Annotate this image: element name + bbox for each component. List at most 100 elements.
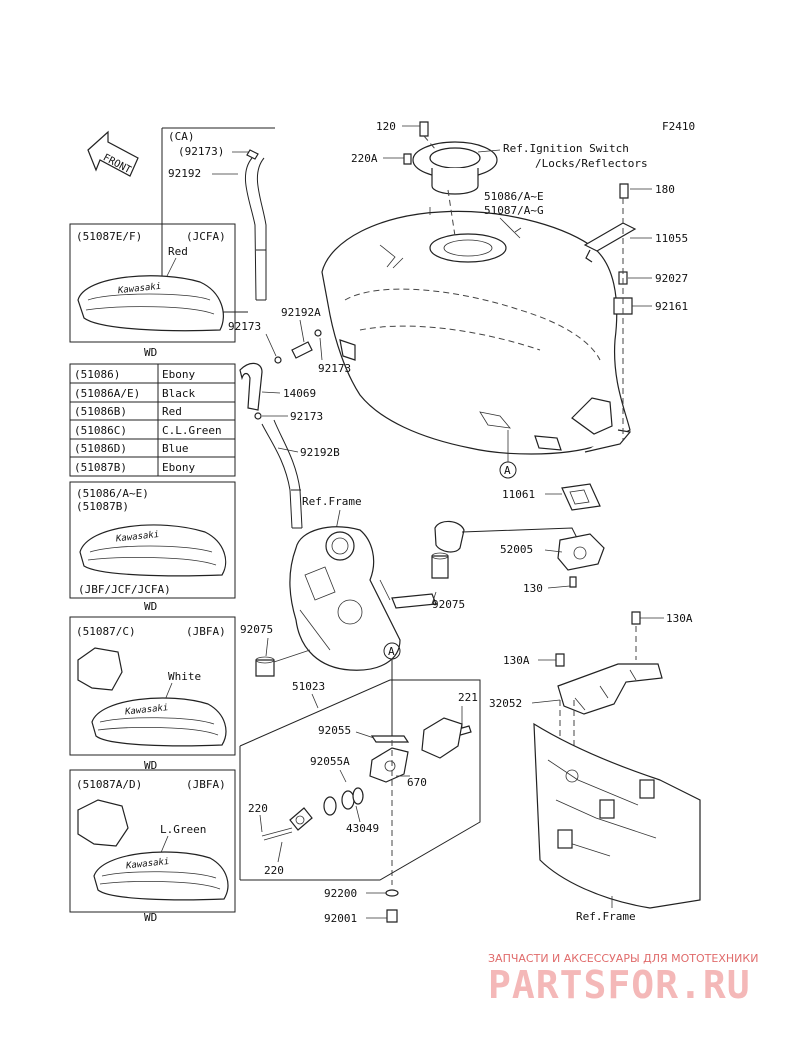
color-table-code-1: (51086) [74,368,120,381]
variant-box-3-code: (51087/C) [76,625,136,638]
bolt-180-part [619,183,629,199]
fuel-valve-part [369,747,409,783]
gasket-92055-part [370,735,410,743]
callout-130a-2: 130A [503,654,530,667]
callout-220-b: 220 [264,864,284,877]
screw-220a-part [403,153,412,165]
color-table-color-6: Ebony [162,461,195,474]
filler-cap-part [412,141,498,237]
callout-92173-a: 92173 [228,320,261,333]
color-table-code-6: (51087B) [74,461,127,474]
callout-tank-1: 51086/A~E [484,190,544,203]
callout-43049: 43049 [346,822,379,835]
variant-box-4-color: L.Green [160,823,206,836]
callout-92173-b: 92173 [318,362,351,375]
callout-92075-b: 92075 [240,623,273,636]
callout-130a-1: 130A [666,612,693,625]
callout-130: 130 [523,582,543,595]
variant-box-3-brand: Kawasaki [124,703,169,718]
clip-part [246,149,259,160]
callout-92055a: 92055A [310,755,350,768]
variant-box-2-code-1: (51086/A~E) [76,487,149,500]
watermark-tagline: ЗАПЧАСТИ И АКСЕССУАРЫ ДЛЯ МОТОТЕХНИКИ [488,952,758,965]
reference-a-marker [499,461,517,479]
callout-180: 180 [655,183,675,196]
variant-box-1-code: (51087E/F) [76,230,142,243]
bracket-32052-part [557,663,663,715]
variant-box-3-market: (JBFA) [186,625,226,638]
watermark-logo: PARTSFOR.RU [488,963,751,1007]
color-table-color-1: Ebony [162,368,195,381]
callout-220a: 220A [351,152,378,165]
variant-box-4-brand: Kawasaki [125,857,170,872]
ca-box-title: (CA) [168,130,195,143]
color-table-code-5: (51086D) [74,442,127,455]
variant-box-2-code-2: (51087B) [76,500,129,513]
frame-part [289,526,437,671]
variant-box-2-brand: Kawasaki [115,530,160,545]
callout-ref-frame-2: Ref.Frame [576,910,636,923]
callout-92027: 92027 [655,272,688,285]
color-table-code-4: (51086C) [74,424,127,437]
variant-box-4-code: (51087A/D) [76,778,142,791]
damper-92075-a-part [431,555,449,579]
figure-code: F2410 [662,120,695,133]
callout-51023: 51023 [292,680,325,693]
callout-92192b: 92192B [300,446,340,459]
color-table-code-3: (51086B) [74,405,127,418]
callout-11055: 11055 [655,232,688,245]
color-table-code-2: (51086A/E) [74,387,140,400]
callout-92001: 92001 [324,912,357,925]
washer-92200-part [385,889,399,897]
callout-ref-ignition-2: /Locks/Reflectors [535,157,648,170]
color-table: (51086) Ebony (51086A/E) Black (51086B) … [69,363,236,477]
rear-frame-part [533,722,701,909]
callout-11061: 11061 [502,488,535,501]
callout-ref-ignition-1: Ref.Ignition Switch [503,142,629,155]
variant-box-3-view: WD [144,759,157,772]
variant-box-lgreen: (51087A/D) (JBFA) L.Green Kawasaki WD [69,769,236,924]
valve-plate-part [421,717,463,759]
variant-box-4-market: (JBFA) [186,778,226,791]
gasket-11061-part [561,483,601,511]
variant-box-red: (51087E/F) (JCFA) Red Kawasaki WD [69,223,236,359]
variant-box-4-view: WD [144,911,157,924]
bolt-120-part [419,121,429,137]
variant-box-standard: (51086/A~E) (51087B) Kawasaki (JBF/JCF/J… [69,481,236,613]
variant-box-1-view: WD [144,346,157,359]
variant-box-1-brand: Kawasaki [117,282,162,297]
ca-callout-92192: 92192 [168,167,201,180]
callout-52005: 52005 [500,543,533,556]
variant-box-2-market: (JBF/JCF/JCFA) [78,583,171,596]
callout-ref-frame-1: Ref.Frame [302,495,362,508]
fuel-pump-part [434,520,605,571]
damper-92161-part [613,297,633,315]
callout-tank-2: 51087/A~G [484,204,544,217]
circle-a-2: A [388,645,395,658]
ca-callout-92173: (92173) [178,145,224,158]
variant-box-3-color: White [168,670,201,683]
callout-670: 670 [407,776,427,789]
callout-92200: 92200 [324,887,357,900]
callout-120: 120 [376,120,396,133]
callout-220-a: 220 [248,802,268,815]
variant-box-white: (51087/C) (JBFA) White Kawasaki WD [69,616,236,772]
callout-92075-a: 92075 [432,598,465,611]
callout-92055: 92055 [318,724,351,737]
color-table-color-5: Blue [162,442,189,455]
callout-92192a: 92192A [281,306,321,319]
fuel-tank [321,207,632,455]
callout-32052: 32052 [489,697,522,710]
fuel-valve-group [239,679,481,881]
variant-box-2-view: WD [144,600,157,613]
color-table-color-3: Red [162,405,182,418]
color-table-color-4: C.L.Green [162,424,222,437]
circle-a-1: A [504,464,511,477]
color-table-color-2: Black [162,387,195,400]
callout-14069: 14069 [283,387,316,400]
variant-box-1-market: (JCFA) [186,230,226,243]
callout-92173-c: 92173 [290,410,323,423]
valve-cap-part [289,807,313,831]
callout-221: 221 [458,691,478,704]
